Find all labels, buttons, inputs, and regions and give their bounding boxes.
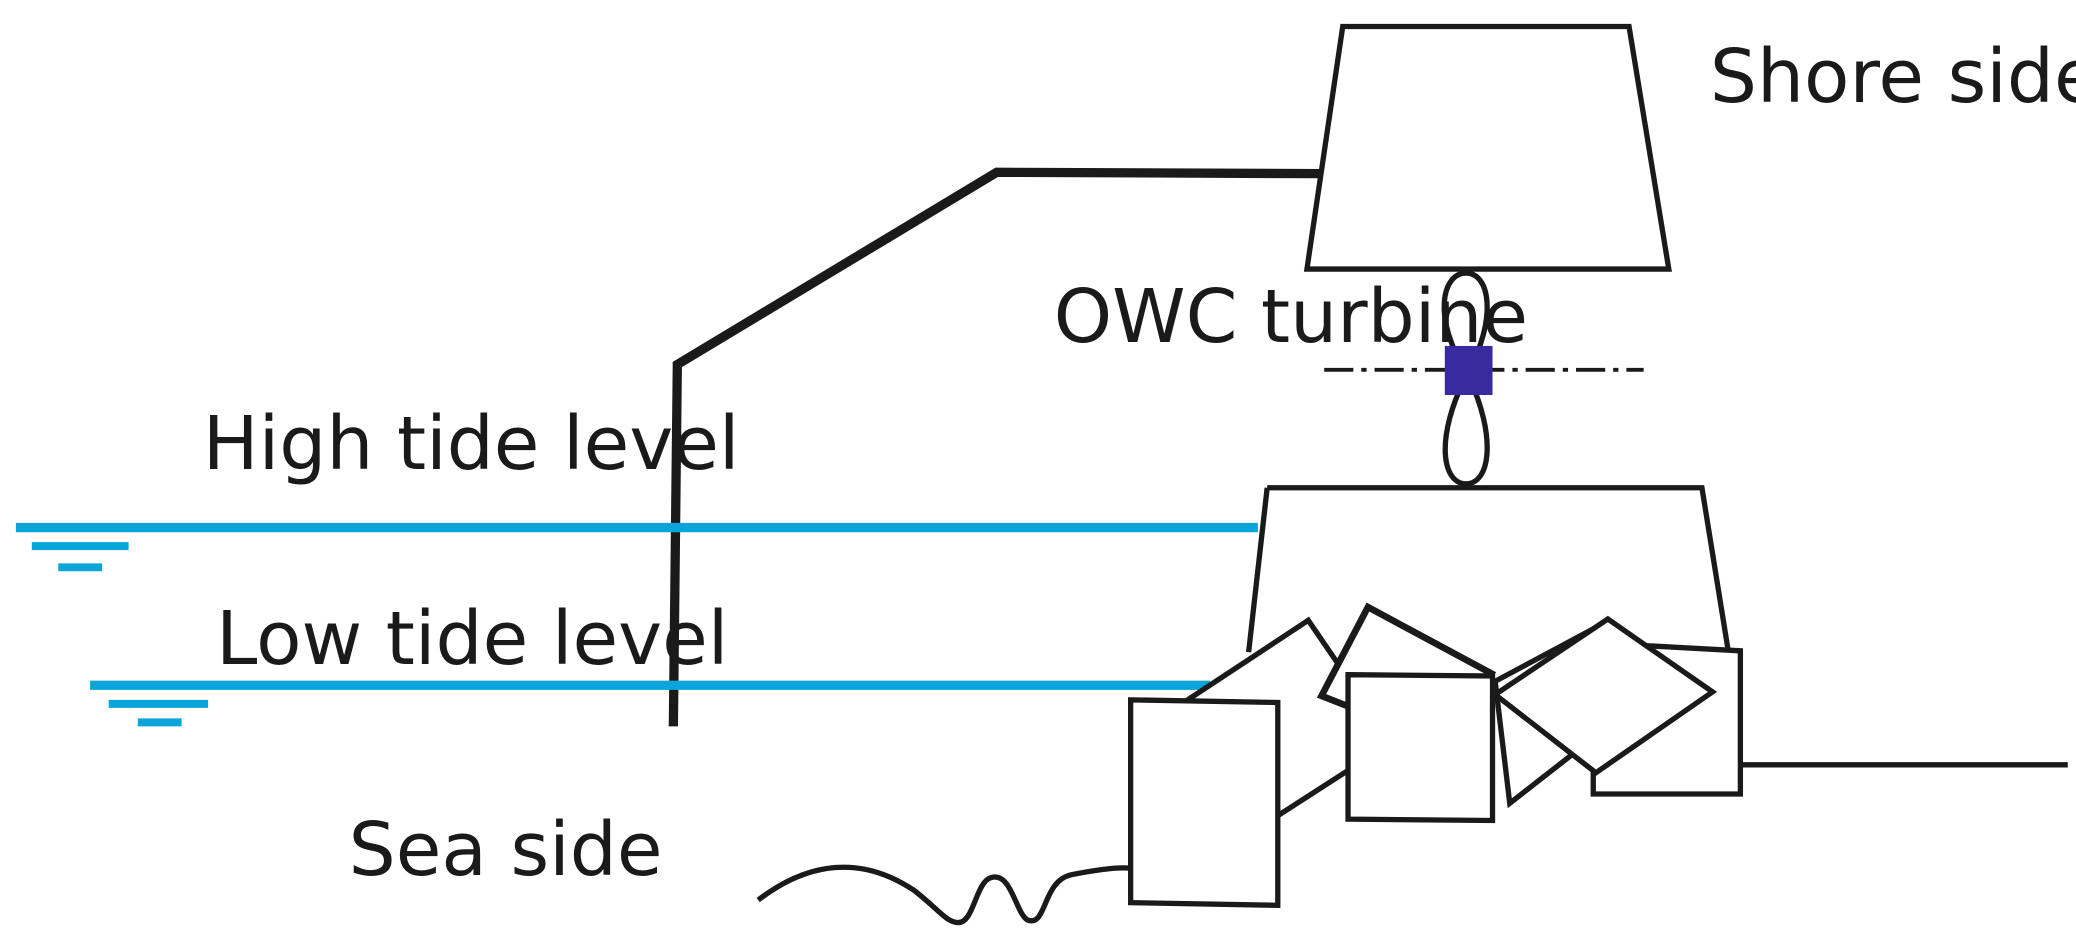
armour-block <box>1128 697 1281 909</box>
label-owc-turbine: OWC turbine <box>1054 273 1528 360</box>
breakwater-wall <box>668 167 1323 727</box>
turbine-blade-upper <box>1441 270 1490 379</box>
label-shore-side: Shore side <box>1710 33 2076 120</box>
upper-air-chamber <box>1303 23 1672 272</box>
armour-block <box>1490 615 1718 777</box>
lower-chamber <box>1245 485 1732 653</box>
high-tide-marker <box>15 522 1258 572</box>
turbine-blade-lower <box>1442 367 1490 487</box>
low-tide-marker <box>90 680 1211 727</box>
armour-blocks <box>1128 602 1744 909</box>
label-sea-side: Sea side <box>349 806 663 893</box>
armour-block <box>1345 672 1496 824</box>
seabed-wave <box>756 864 1131 926</box>
label-high-tide: High tide level <box>203 400 740 487</box>
turbine-hub <box>1444 345 1493 395</box>
label-low-tide: Low tide level <box>216 595 728 682</box>
